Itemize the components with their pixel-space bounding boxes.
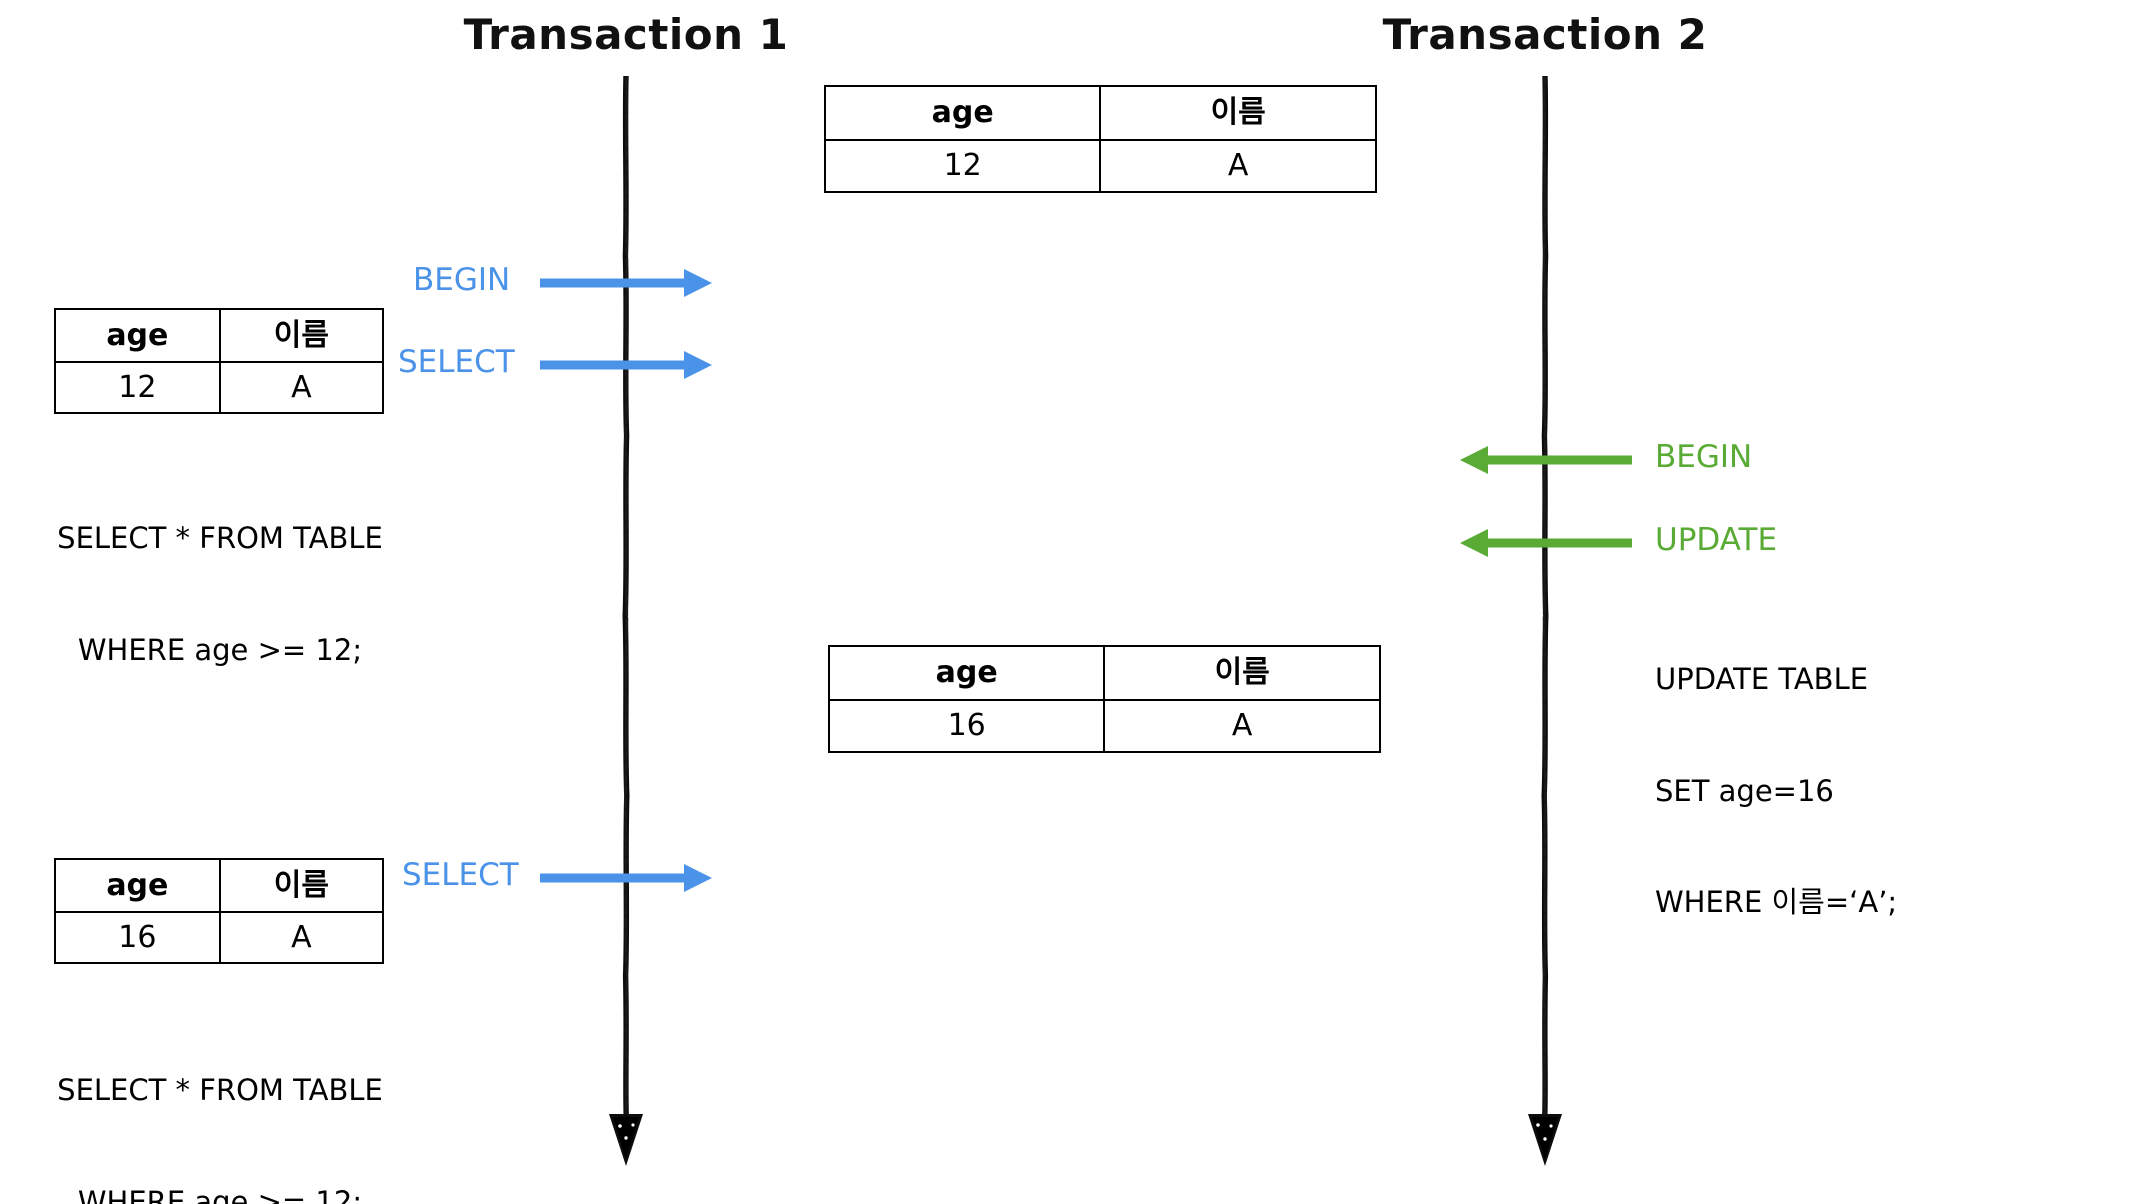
table-header-row: age 이름	[54, 308, 385, 363]
message-label-tx1-select-1: SELECT	[398, 344, 515, 380]
column-header-age: age	[823, 85, 1102, 141]
sql-note-update-line-3: WHERE 이름=‘A’;	[1655, 884, 1898, 919]
cell-name: A	[218, 911, 385, 964]
message-label-tx1-select-2: SELECT	[402, 857, 519, 893]
message-arrow-tx2-update	[1460, 525, 1632, 561]
column-header-name: 이름	[218, 308, 385, 363]
column-header-name: 이름	[1099, 85, 1377, 141]
column-header-name: 이름	[1103, 645, 1381, 701]
cell-name: A	[1099, 139, 1377, 193]
column-header-age: age	[54, 858, 221, 913]
sql-note-update-line-2: SET age=16	[1655, 773, 1834, 808]
sql-note-select-2-line-1: SELECT * FROM TABLE	[57, 1073, 383, 1108]
sql-note-select-1: SELECT * FROM TABLE WHERE age >= 12;	[25, 446, 415, 743]
table-row: 12 A	[823, 139, 1377, 193]
message-label-tx2-begin: BEGIN	[1655, 439, 1753, 475]
column-header-name: 이름	[218, 858, 385, 913]
column-header-age: age	[827, 645, 1106, 701]
message-label-tx1-begin: BEGIN	[413, 262, 511, 298]
table-after-update-state: age 이름 16 A	[827, 645, 1381, 753]
message-arrow-tx1-select-2	[540, 860, 712, 896]
lifeline-title-transaction-2: Transaction 2	[1382, 10, 1708, 59]
table-header-row: age 이름	[827, 645, 1381, 701]
sql-note-select-2: SELECT * FROM TABLE WHERE age >= 12;	[25, 998, 415, 1204]
table-row: 12 A	[54, 361, 385, 414]
table-initial-state: age 이름 12 A	[823, 85, 1377, 193]
cell-name: A	[1103, 699, 1381, 753]
sql-note-update-line-1: UPDATE TABLE	[1655, 662, 1869, 697]
lifeline-transaction-2	[1525, 73, 1565, 1186]
cell-age: 16	[827, 699, 1106, 753]
table-row: 16 A	[827, 699, 1381, 753]
table-header-row: age 이름	[54, 858, 385, 913]
message-label-tx2-update: UPDATE	[1655, 522, 1778, 558]
lifeline-transaction-1	[606, 73, 646, 1186]
message-arrow-tx1-select-1	[540, 347, 712, 383]
sql-note-select-2-line-2: WHERE age >= 12;	[77, 1184, 363, 1204]
cell-name: A	[218, 361, 385, 414]
table-tx1-first-select-result: age 이름 12 A	[54, 308, 385, 414]
cell-age: 16	[54, 911, 221, 964]
table-header-row: age 이름	[823, 85, 1377, 141]
sql-note-select-1-line-1: SELECT * FROM TABLE	[57, 521, 383, 556]
message-arrow-tx2-begin	[1460, 442, 1632, 478]
lifeline-title-transaction-1: Transaction 1	[463, 10, 789, 59]
sql-note-select-1-line-2: WHERE age >= 12;	[77, 632, 363, 667]
cell-age: 12	[823, 139, 1102, 193]
column-header-age: age	[54, 308, 221, 363]
sql-note-update: UPDATE TABLE SET age=16 WHERE 이름=‘A’;	[1655, 587, 2075, 995]
table-tx1-second-select-result: age 이름 16 A	[54, 858, 385, 964]
cell-age: 12	[54, 361, 221, 414]
message-arrow-tx1-begin	[540, 265, 712, 301]
table-row: 16 A	[54, 911, 385, 964]
